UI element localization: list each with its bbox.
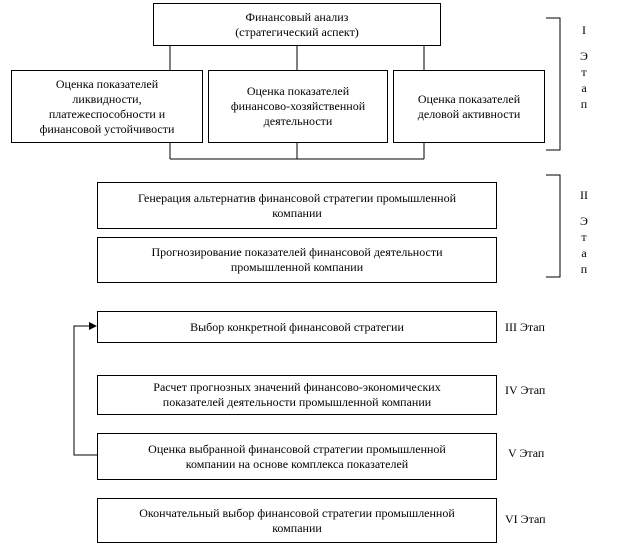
strategy-evaluation-box: Оценка выбранной финансовой стратегии пр… <box>97 433 497 480</box>
stage3-label: III Этап <box>505 320 545 334</box>
final-selection-box: Окончательный выбор финансовой стратегии… <box>97 498 497 543</box>
stage2-letter: Э <box>580 214 588 228</box>
stage2-letter: т <box>581 230 587 244</box>
feedback-line <box>73 325 97 456</box>
stage1-letter: п <box>580 97 588 111</box>
business-activity-assessment-box: Оценка показателей деловой активности <box>393 70 545 143</box>
forecast-calculation-box: Расчет прогнозных значений финансово-эко… <box>97 375 497 415</box>
forecast-calculation-label: Расчет прогнозных значений финансово-эко… <box>153 380 441 409</box>
stage5-label: V Этап <box>508 446 545 460</box>
economic-activity-assessment-label: Оценка показателей финансово-хозяйственн… <box>230 84 366 128</box>
stage1-letter: т <box>581 65 587 79</box>
strategy-evaluation-label: Оценка выбранной финансовой стратегии пр… <box>148 441 446 471</box>
final-selection-label: Окончательный выбор финансовой стратегии… <box>139 505 455 535</box>
stage1-letter: а <box>581 81 587 95</box>
stage4-label: IV Этап <box>505 383 546 397</box>
liquidity-assessment-box: Оценка показателей ликвидности, платежес… <box>11 70 203 143</box>
stage2-letter: а <box>581 246 587 260</box>
stage6-label: VI Этап <box>505 512 546 526</box>
stage1-numeral: I <box>582 23 586 37</box>
stage2-numeral: II <box>580 188 588 202</box>
stage2-label: II Э т а п <box>576 187 592 277</box>
strategy-generation-box: Генерация альтернатив финансовой стратег… <box>97 182 497 229</box>
stage1-letter: Э <box>580 49 588 63</box>
stage2-letter: п <box>580 262 588 276</box>
feedback-arrowhead <box>89 322 97 330</box>
liquidity-assessment-label: Оценка показателей ликвидности, платежес… <box>39 76 175 136</box>
financial-analysis-label: Финансовый анализ (стратегический аспект… <box>235 9 359 39</box>
financial-analysis-box: Финансовый анализ (стратегический аспект… <box>153 3 441 46</box>
business-activity-assessment-label: Оценка показателей деловой активности <box>417 91 521 121</box>
economic-activity-assessment-box: Оценка показателей финансово-хозяйственн… <box>208 70 388 143</box>
forecasting-box: Прогнозирование показателей финансовой д… <box>97 237 497 283</box>
strategy-selection-label: Выбор конкретной финансовой стратегии <box>190 319 404 334</box>
stage2-bracket <box>546 174 561 278</box>
strategy-selection-box: Выбор конкретной финансовой стратегии <box>97 311 497 343</box>
strategy-generation-label: Генерация альтернатив финансовой стратег… <box>138 190 456 220</box>
stage1-bracket <box>546 17 561 151</box>
stage1-label: I Э т а п <box>576 22 592 112</box>
forecasting-label: Прогнозирование показателей финансовой д… <box>151 245 443 274</box>
